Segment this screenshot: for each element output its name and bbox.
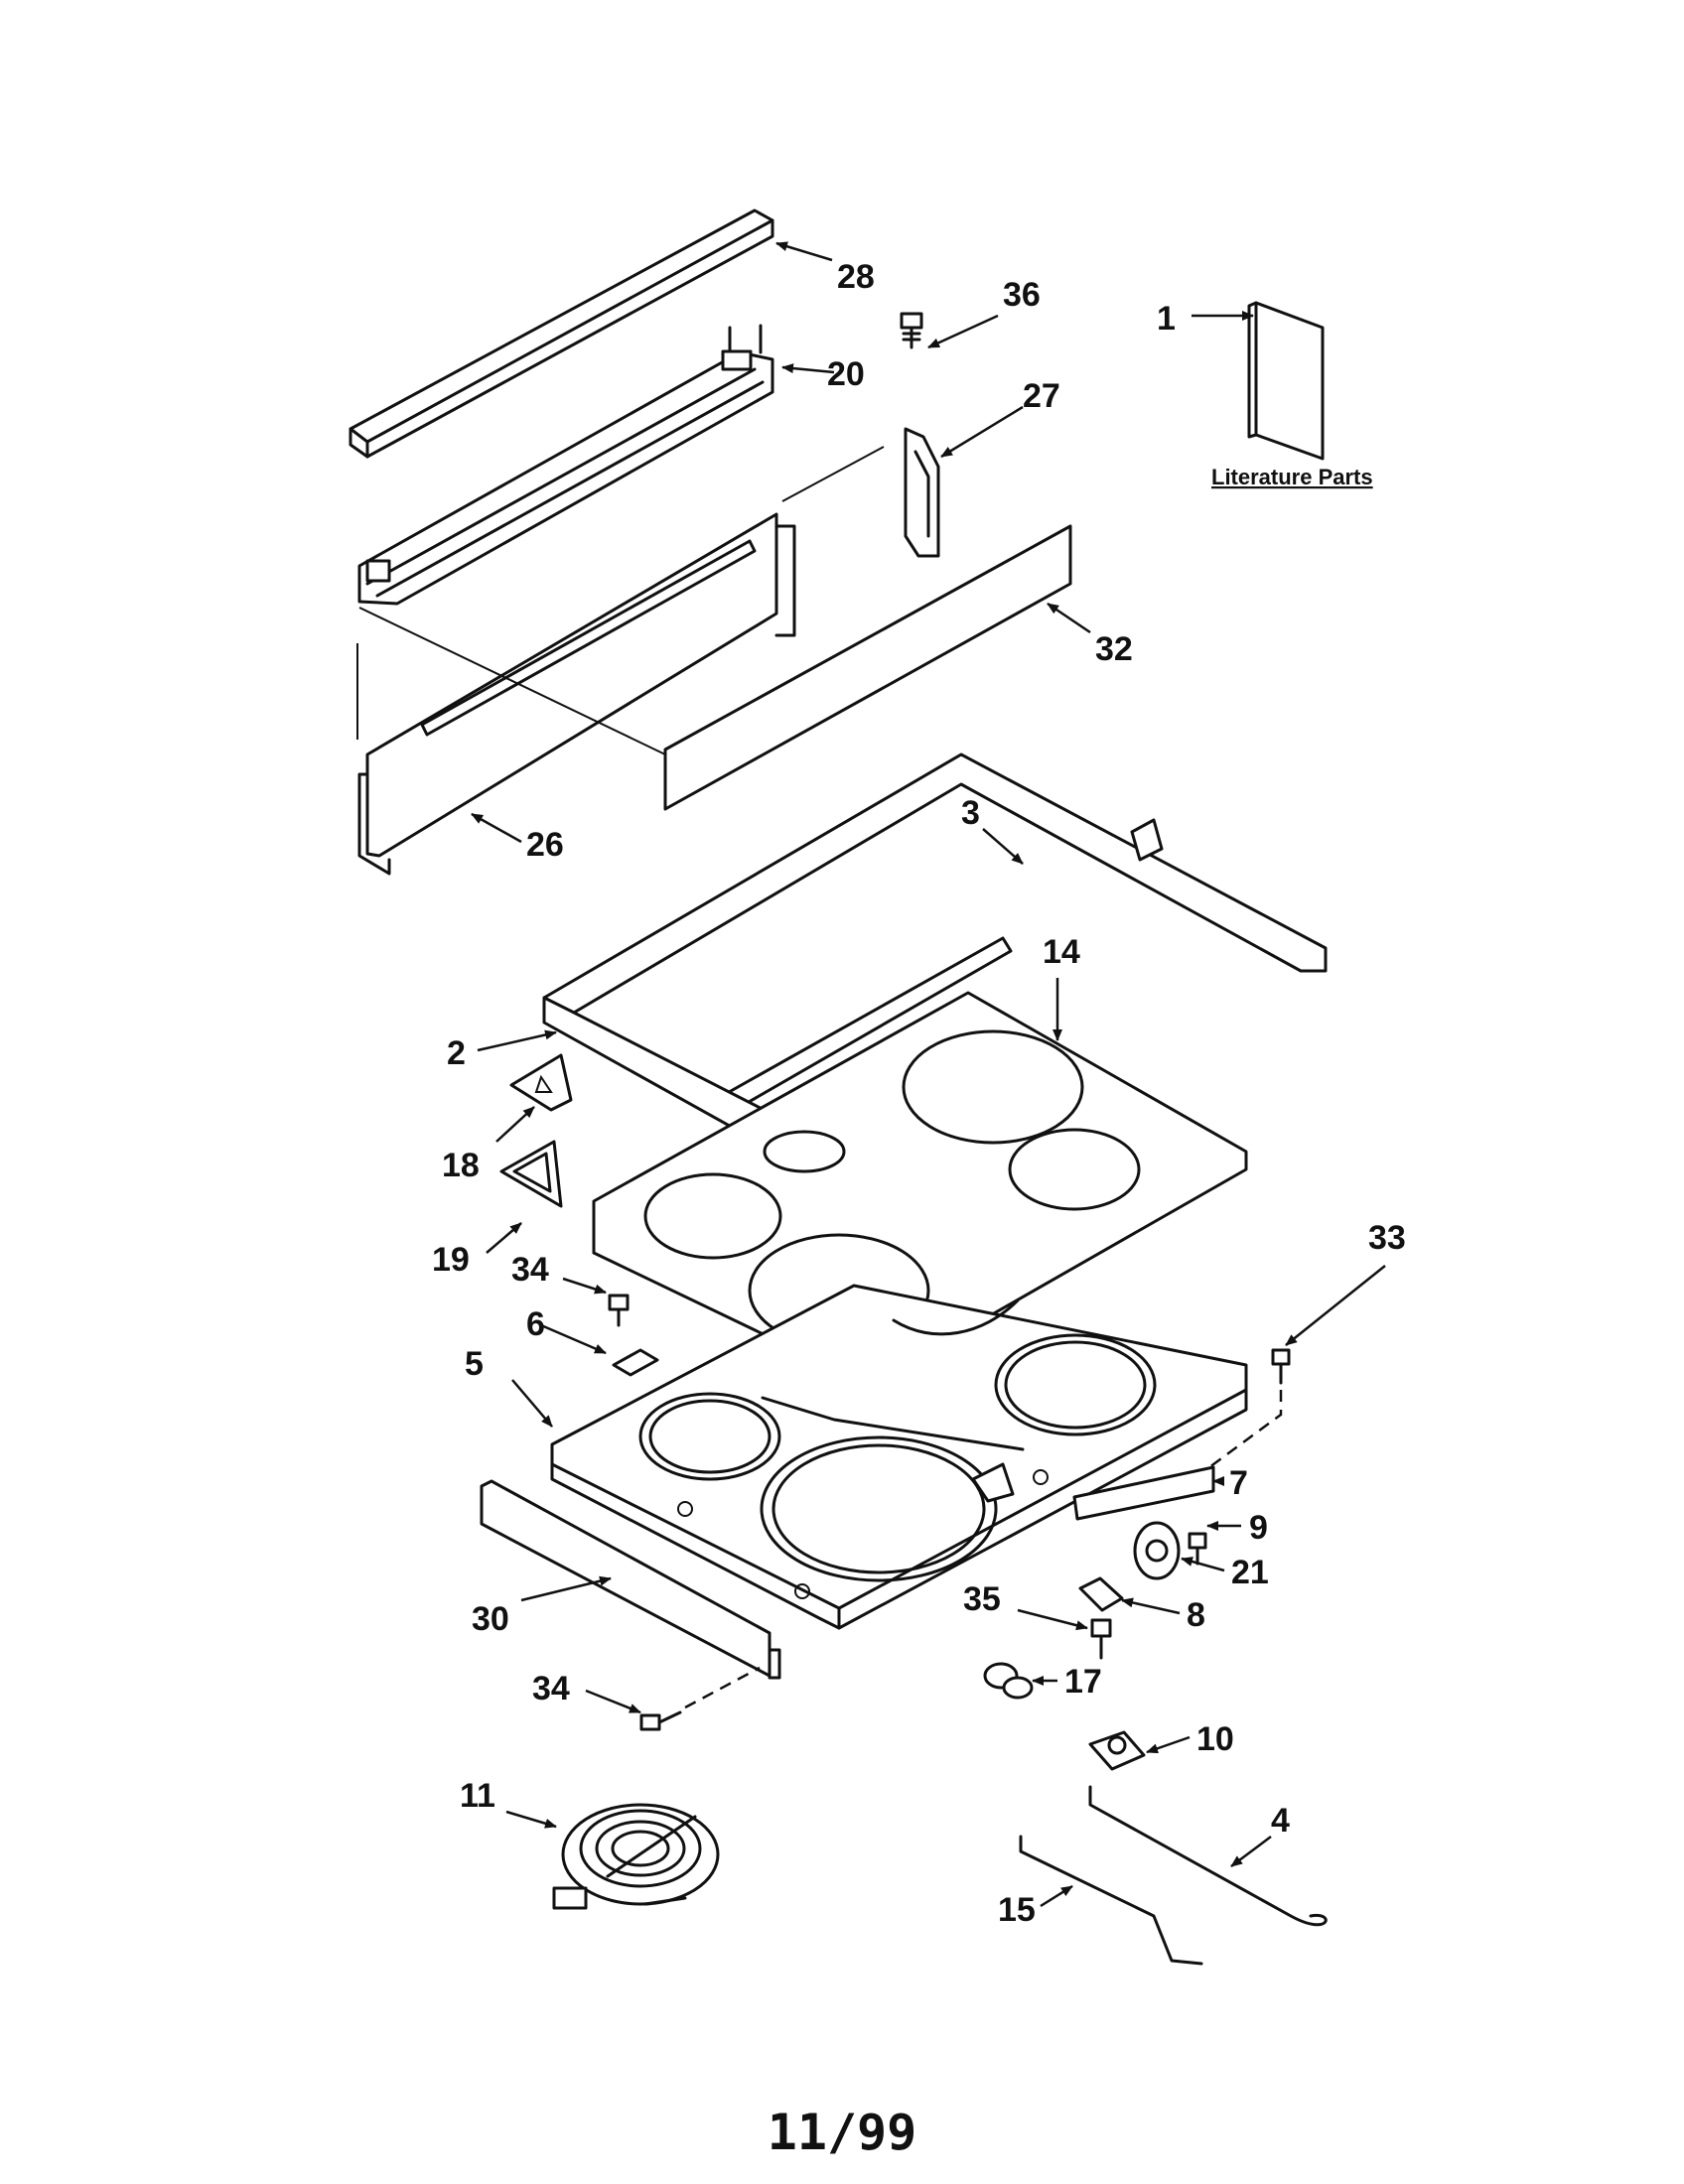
callout-numbers: 28 36 20 1 27 32 26 3 14 2 18 19 34 6 5 … bbox=[432, 258, 1406, 1929]
literature-parts-label: Literature Parts bbox=[1211, 465, 1373, 489]
callout-35: 35 bbox=[963, 1580, 1001, 1618]
callout-17: 17 bbox=[1064, 1663, 1102, 1701]
part-18-badge bbox=[509, 1053, 573, 1112]
part-15-rod bbox=[1019, 1835, 1203, 1966]
callout-30: 30 bbox=[472, 1600, 509, 1638]
callout-26: 26 bbox=[526, 826, 564, 864]
part-21-switch bbox=[1133, 1521, 1181, 1580]
part-27-bracket bbox=[904, 427, 940, 558]
callout-36: 36 bbox=[1003, 276, 1041, 314]
assembly-line-33 bbox=[1208, 1390, 1283, 1469]
callout-3: 3 bbox=[961, 794, 980, 832]
part-28-trim-strip bbox=[349, 208, 774, 459]
callout-34-upper: 34 bbox=[511, 1251, 549, 1289]
part-33-screw bbox=[1271, 1348, 1291, 1385]
part-7-bracket bbox=[1072, 1465, 1215, 1521]
callout-2: 2 bbox=[447, 1034, 466, 1072]
callout-6: 6 bbox=[526, 1305, 545, 1343]
part-17-terminal bbox=[983, 1662, 1034, 1700]
part-30-front-trim bbox=[480, 1479, 781, 1680]
callout-15: 15 bbox=[998, 1891, 1036, 1929]
part-8-clip bbox=[1078, 1576, 1124, 1612]
part-6-bracket bbox=[612, 1348, 659, 1377]
callout-9: 9 bbox=[1249, 1509, 1268, 1547]
callout-32: 32 bbox=[1095, 630, 1133, 668]
part-9-screw bbox=[1188, 1532, 1207, 1566]
part-20-rear-rail bbox=[357, 324, 774, 606]
footer-date: 11/99 bbox=[768, 2104, 917, 2161]
part-14-glass-top bbox=[592, 991, 1248, 1387]
part-26-console-back bbox=[356, 446, 885, 876]
callout-18: 18 bbox=[442, 1147, 480, 1184]
part-34-screw-lower bbox=[639, 1710, 682, 1731]
callout-7: 7 bbox=[1229, 1464, 1248, 1502]
callout-28: 28 bbox=[837, 258, 875, 296]
part-4-rod bbox=[1088, 1785, 1328, 1927]
callout-33: 33 bbox=[1368, 1219, 1406, 1257]
part-36-screw bbox=[900, 312, 923, 349]
part-32-overlay bbox=[663, 524, 1072, 811]
callout-8: 8 bbox=[1187, 1596, 1205, 1634]
callout-34-lower: 34 bbox=[532, 1670, 570, 1707]
callout-11: 11 bbox=[460, 1777, 495, 1815]
callout-5: 5 bbox=[465, 1345, 484, 1383]
part-11-burner-element bbox=[552, 1803, 720, 1910]
callout-27: 27 bbox=[1023, 377, 1060, 415]
callout-19: 19 bbox=[432, 1241, 470, 1279]
part-5-burner-box bbox=[550, 1284, 1248, 1630]
part-34-screw-upper bbox=[608, 1294, 630, 1327]
assembly-line-34 bbox=[684, 1666, 761, 1709]
callout-4: 4 bbox=[1271, 1802, 1290, 1840]
part-1-literature: Literature Parts bbox=[1211, 301, 1373, 489]
callout-14: 14 bbox=[1043, 933, 1080, 971]
leader-lines bbox=[471, 241, 1386, 1908]
part-35-screw bbox=[1090, 1618, 1112, 1660]
callout-10: 10 bbox=[1196, 1720, 1234, 1758]
callout-20: 20 bbox=[827, 355, 865, 393]
part-19-badge-frame bbox=[499, 1140, 563, 1208]
callout-1: 1 bbox=[1157, 300, 1176, 338]
callout-21: 21 bbox=[1231, 1554, 1269, 1591]
part-10-limiter bbox=[1088, 1730, 1146, 1771]
